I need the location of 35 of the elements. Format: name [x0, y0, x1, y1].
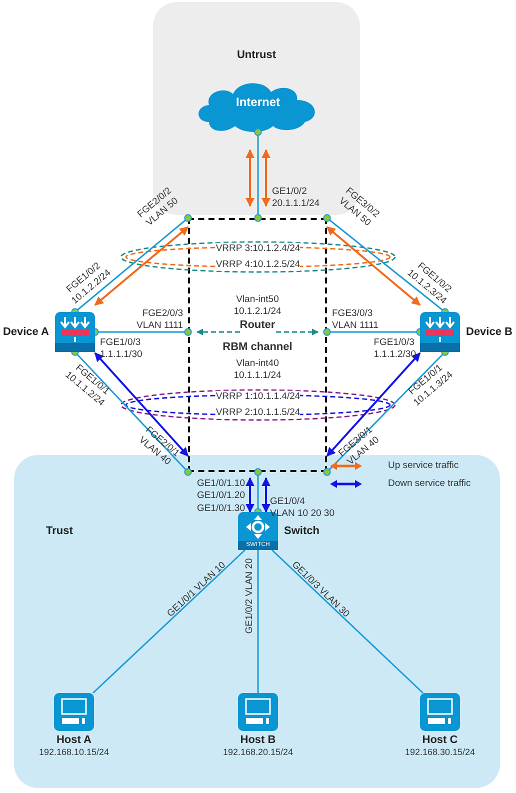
traffic-arrow — [326, 352, 421, 457]
traffic-arrow — [326, 226, 421, 306]
cloud-label: Internet — [234, 95, 281, 109]
vrrp-label: VRRP 2:10.1.1.5/24 — [216, 406, 300, 420]
host-label: Host C — [422, 734, 458, 746]
switch-label: Switch — [284, 525, 320, 537]
port-label: GE1/0/2 VLAN 20 — [244, 558, 256, 634]
link-line — [271, 549, 424, 694]
port-label: GE1/0/1.10 GE1/0/1.20 GE1/0/1.30 — [196, 478, 245, 516]
port-label: FGE1/0/3 1.1.1.1/30 — [100, 337, 142, 362]
zone-title: Untrust — [236, 49, 278, 61]
traffic-arrow — [246, 477, 254, 513]
host-label: Host A — [56, 734, 92, 746]
traffic-arrow — [94, 226, 189, 306]
traffic-arrow — [262, 477, 270, 513]
ip-address: 192.168.20.15/24 — [222, 747, 294, 757]
port-label: GE1/0/4 VLAN 10 20 30 — [270, 496, 334, 521]
traffic-arrow — [262, 149, 270, 207]
legend-label: Up service traffic — [388, 460, 459, 471]
device-label: Device A — [2, 326, 49, 338]
link-line — [92, 549, 246, 694]
vrrp-label: VRRP 4:10.1.2.5/24 — [216, 258, 300, 272]
port-label: FGE2/0/3 VLAN 1111 — [136, 308, 183, 333]
traffic-arrow — [94, 352, 189, 457]
legend-label: Down service traffic — [388, 478, 471, 489]
device-label: Device B — [466, 326, 512, 338]
ip-address: 192.168.30.15/24 — [404, 747, 476, 757]
host-label: Host B — [240, 734, 276, 746]
traffic-arrow — [246, 149, 254, 207]
port-label: FGE1/0/3 1.1.1.2/30 — [374, 337, 416, 362]
ip-address: 192.168.10.15/24 — [38, 747, 110, 757]
port-label: FGE3/0/3 VLAN 1111 — [332, 308, 378, 333]
link-line — [257, 550, 259, 693]
port-label: GE1/0/2 20.1.1.1/24 — [272, 186, 320, 211]
zone-title: Trust — [46, 525, 73, 537]
